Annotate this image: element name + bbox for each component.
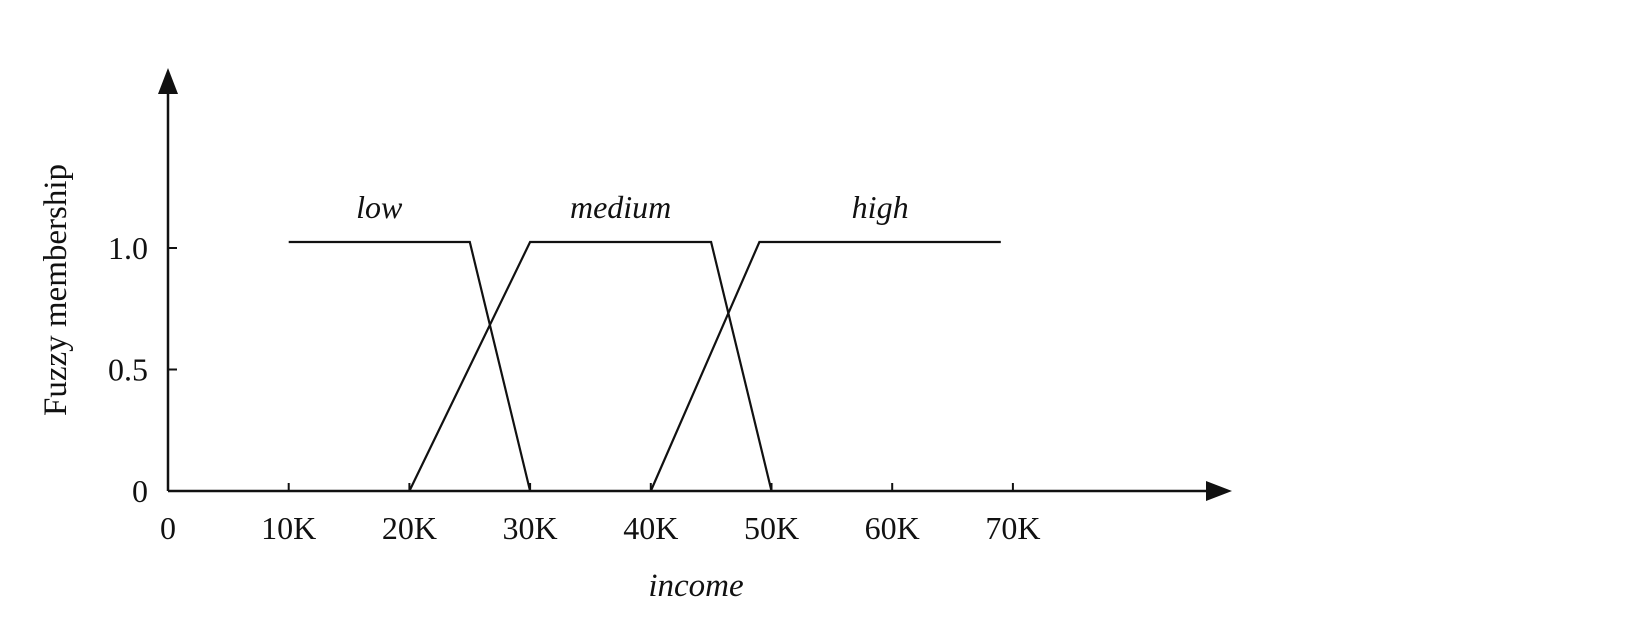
x-tick-label: 40K [623,510,678,546]
x-tick-label: 60K [865,510,920,546]
x-axis-title: income [648,568,743,604]
ticks-layer: 0 10K 20K 30K 40K 50K 60K 70K 0 0.5 1.0 [108,230,1040,546]
series-line-medium [408,240,773,492]
y-tick-label: 1.0 [108,230,148,266]
y-tick-label: 0 [132,473,148,509]
x-tick-label: 30K [503,510,558,546]
x-axis-arrowhead [1206,481,1232,501]
series-line-low [288,240,532,492]
series-line-high [649,240,1001,492]
series-label-low: low [356,189,403,225]
x-tick-label: 20K [382,510,437,546]
series-label-high: high [852,189,909,225]
x-tick-label: 10K [261,510,316,546]
x-tick-label: 70K [985,510,1040,546]
x-tick-label: 50K [744,510,799,546]
y-axis-arrowhead [158,68,178,94]
series-label-medium: medium [570,189,671,225]
series-layer: low medium high [288,189,1001,492]
x-tick-label: 0 [160,510,176,546]
labels-layer: Fuzzy membership income [38,164,744,604]
y-axis-title: Fuzzy membership [38,164,74,416]
axes-layer [158,68,1232,501]
y-tick-label: 0.5 [108,352,148,388]
